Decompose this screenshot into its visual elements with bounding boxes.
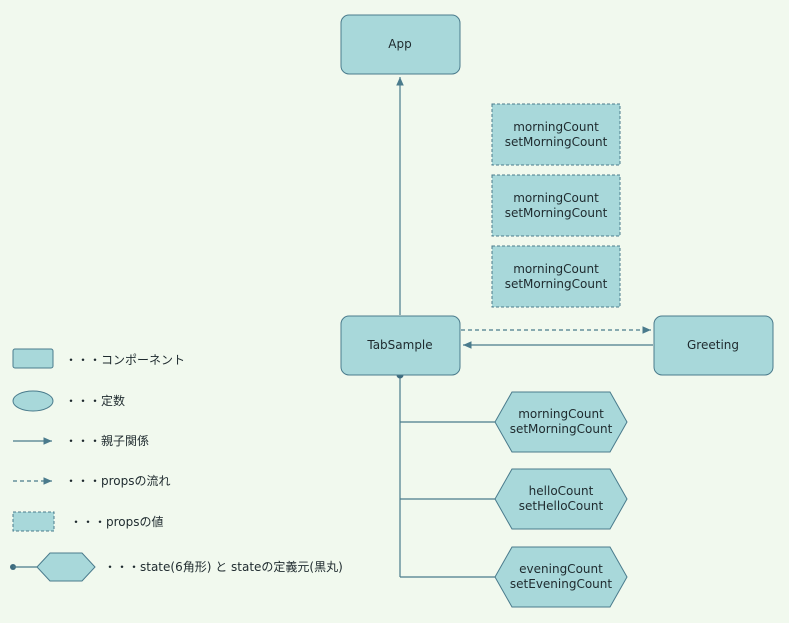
node-greeting-label: Greeting [687, 338, 739, 352]
legend-props-value-label: ・・・propsの値 [70, 514, 164, 529]
legend-parent-child-label: ・・・親子関係 [65, 434, 149, 448]
legend: ・・・コンポーネント ・・・定数 ・・・親子関係 ・・・propsの流れ ・・・… [10, 348, 343, 582]
state-hexagon-1: morningCount setMorningCount [494, 391, 628, 453]
props-value-2-line2: setMorningCount [505, 206, 608, 220]
props-value-1-line1: morningCount [513, 120, 599, 134]
legend-component-swatch [12, 348, 54, 369]
legend-state-label: ・・・state(6角形) と stateの定義元(黒丸) [104, 559, 343, 574]
state-2-line1: helloCount [529, 484, 594, 498]
node-tabsample-label: TabSample [366, 338, 432, 352]
props-value-2-line1: morningCount [513, 191, 599, 205]
legend-props-flow-label: ・・・propsの流れ [65, 474, 171, 488]
state-1-line2: setMorningCount [510, 422, 613, 436]
legend-constant-label: ・・・定数 [65, 393, 125, 408]
legend-constant-swatch [12, 390, 54, 412]
state-2-line2: setHelloCount [519, 499, 604, 513]
state-3-line2: setEveningCount [510, 577, 613, 591]
legend-component-label: ・・・コンポーネント [65, 353, 185, 367]
props-value-3-line1: morningCount [513, 262, 599, 276]
props-value-box-3: morningCount setMorningCount [491, 245, 621, 308]
props-value-1-line2: setMorningCount [505, 135, 608, 149]
node-app[interactable]: App [340, 14, 461, 75]
node-tabsample[interactable]: TabSample [340, 315, 461, 376]
props-value-3-line2: setMorningCount [505, 277, 608, 291]
state-hexagon-3: eveningCount setEveningCount [494, 546, 628, 608]
node-greeting[interactable]: Greeting [653, 315, 774, 376]
state-3-line1: eveningCount [519, 562, 603, 576]
legend-state-hexagon [36, 552, 96, 582]
legend-props-value-swatch [12, 511, 55, 532]
props-value-box-1: morningCount setMorningCount [491, 103, 621, 166]
state-hexagon-2: helloCount setHelloCount [494, 468, 628, 530]
props-value-box-2: morningCount setMorningCount [491, 174, 621, 237]
state-1-line1: morningCount [518, 407, 604, 421]
node-app-label: App [388, 37, 411, 51]
